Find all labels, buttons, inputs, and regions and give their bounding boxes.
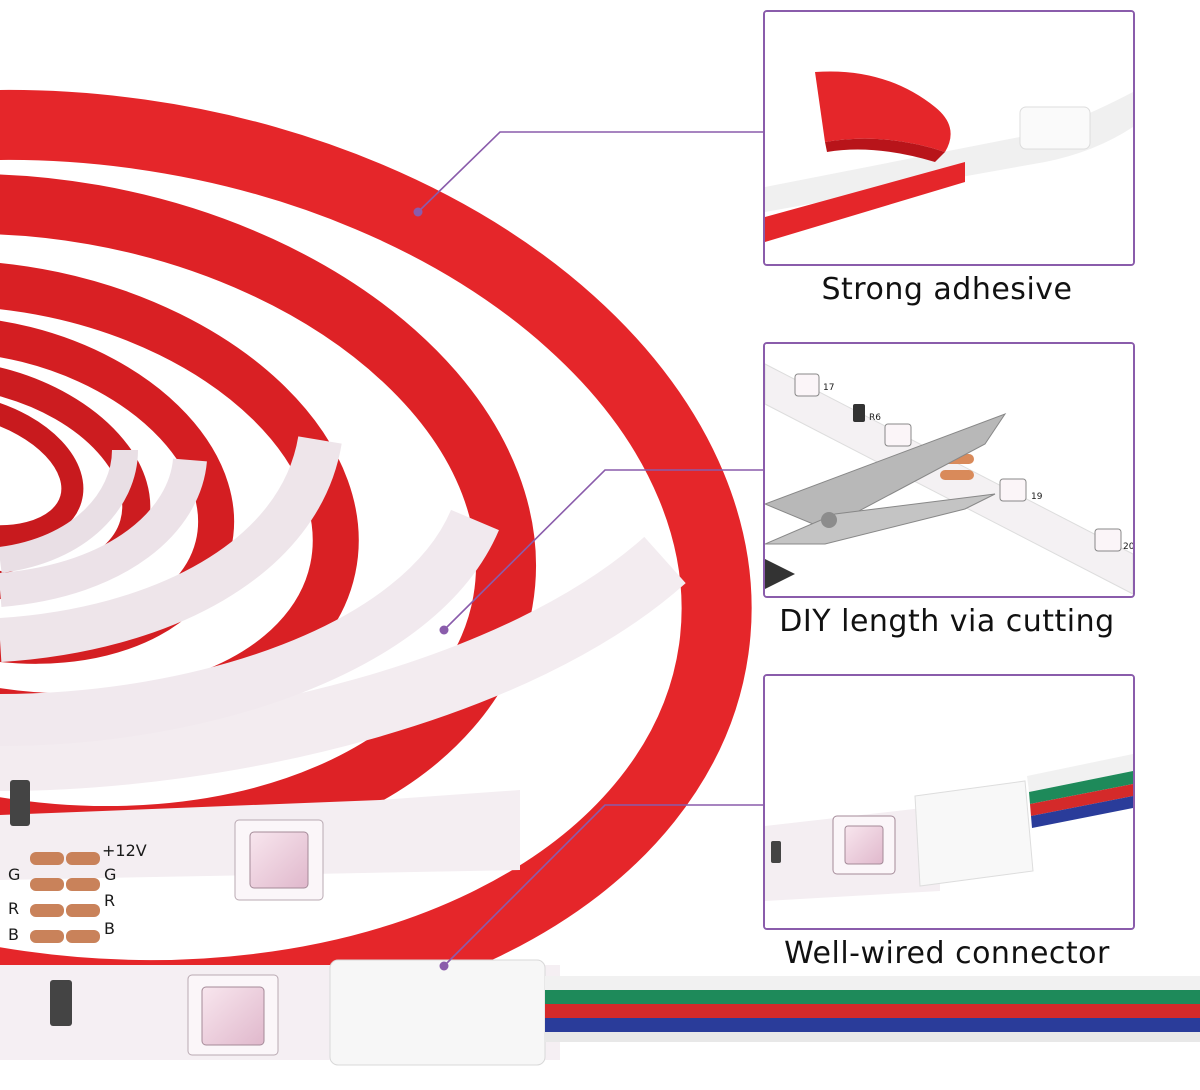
inset-label-17: 17 [823, 383, 834, 393]
callout-leaders [417, 131, 763, 967]
pcb-voltage-label: +12V [102, 841, 147, 860]
adhesive-inset-panel [763, 10, 1135, 266]
inset-label-20: 20 [1123, 542, 1133, 552]
connector-inset-panel [763, 674, 1135, 930]
pcb-channel-g: G [104, 865, 116, 884]
pcb-channel-r: R [104, 891, 115, 910]
cutting-inset-panel: 17 R6 19 20 [763, 342, 1135, 598]
caption-diy-length: DIY length via cutting [779, 604, 1115, 639]
pcb-channel-b: B [104, 919, 115, 938]
led-strip-coils [0, 435, 686, 791]
pcb-channel-r-left: R [8, 899, 19, 918]
pcb-channel-b-left: B [8, 925, 19, 944]
connector-and-wires [329, 959, 1200, 1066]
caption-strong-adhesive: Strong adhesive [821, 272, 1073, 307]
inset-label-r6: R6 [869, 413, 881, 423]
caption-well-wired-connector: Well-wired connector [784, 936, 1110, 971]
pcb-channel-g-left: G [8, 865, 20, 884]
callout-dots [413, 207, 449, 971]
inset-label-19: 19 [1031, 492, 1043, 502]
